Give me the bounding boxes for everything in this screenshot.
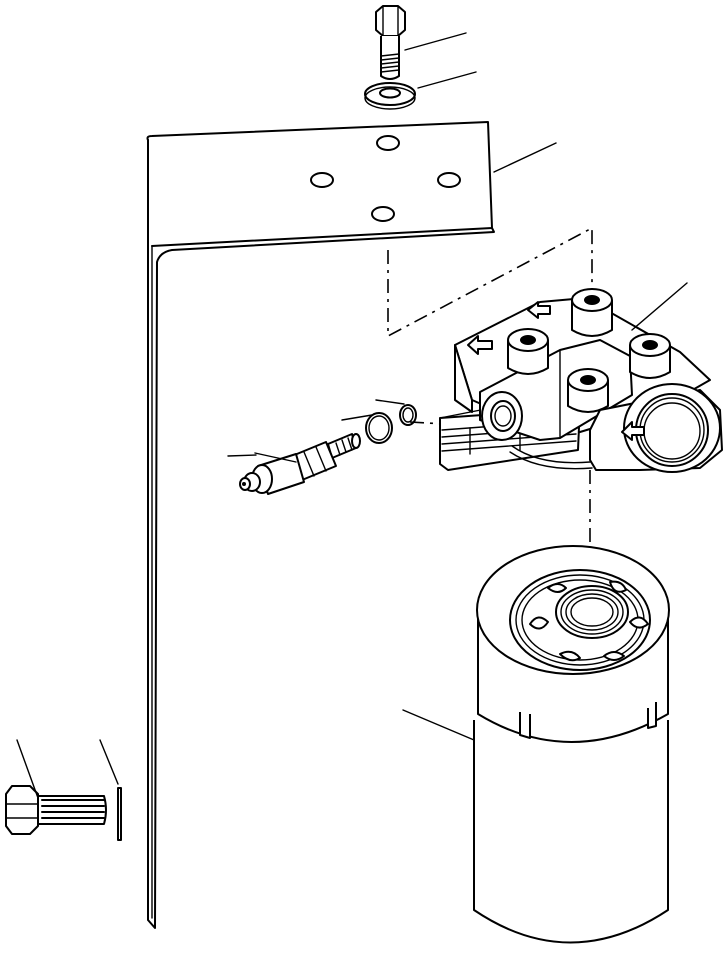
filter-head-port bbox=[567, 368, 609, 413]
cartridge-notch bbox=[519, 712, 531, 739]
bracket-hole bbox=[376, 135, 400, 151]
filter-cartridge bbox=[473, 545, 670, 944]
bracket-hole bbox=[371, 206, 395, 222]
bolt-side-thread bbox=[41, 799, 105, 819]
leader-o-ring-large bbox=[341, 414, 373, 421]
o-ring-small bbox=[399, 404, 417, 426]
washer-side bbox=[117, 787, 122, 841]
leader-bolt-side bbox=[16, 739, 39, 799]
o-ring-large bbox=[365, 412, 393, 444]
bolt-side bbox=[5, 785, 107, 835]
flow-arrow-icon bbox=[527, 301, 551, 319]
cartridge-notch bbox=[647, 702, 657, 729]
leader-filter-head bbox=[631, 282, 688, 331]
flow-arrow-icon bbox=[621, 421, 645, 441]
leader-washer-side bbox=[99, 739, 119, 785]
leader-washer-top bbox=[417, 71, 477, 89]
filter-head-port bbox=[507, 328, 549, 375]
flow-arrow-icon bbox=[467, 335, 493, 355]
filter-head bbox=[439, 288, 723, 473]
bolt-top bbox=[375, 5, 406, 80]
leader-pressure-switch bbox=[254, 452, 297, 463]
filter-head-port bbox=[571, 288, 613, 337]
washer-top bbox=[364, 82, 416, 110]
bracket-hole bbox=[437, 172, 461, 188]
leader-bolt-top bbox=[404, 32, 467, 51]
bracket-hole bbox=[310, 172, 334, 188]
mounting-bracket bbox=[146, 121, 495, 929]
leader-bracket bbox=[493, 142, 557, 173]
filter-head-port bbox=[629, 333, 671, 379]
cartridge-baseplate-holes bbox=[529, 580, 649, 662]
leader-o-ring-small bbox=[375, 399, 405, 405]
pressure-switch bbox=[239, 433, 361, 495]
bolt-top-thread bbox=[380, 53, 400, 73]
leader-lines bbox=[16, 32, 688, 799]
leader-filter-cartridge bbox=[402, 709, 475, 741]
